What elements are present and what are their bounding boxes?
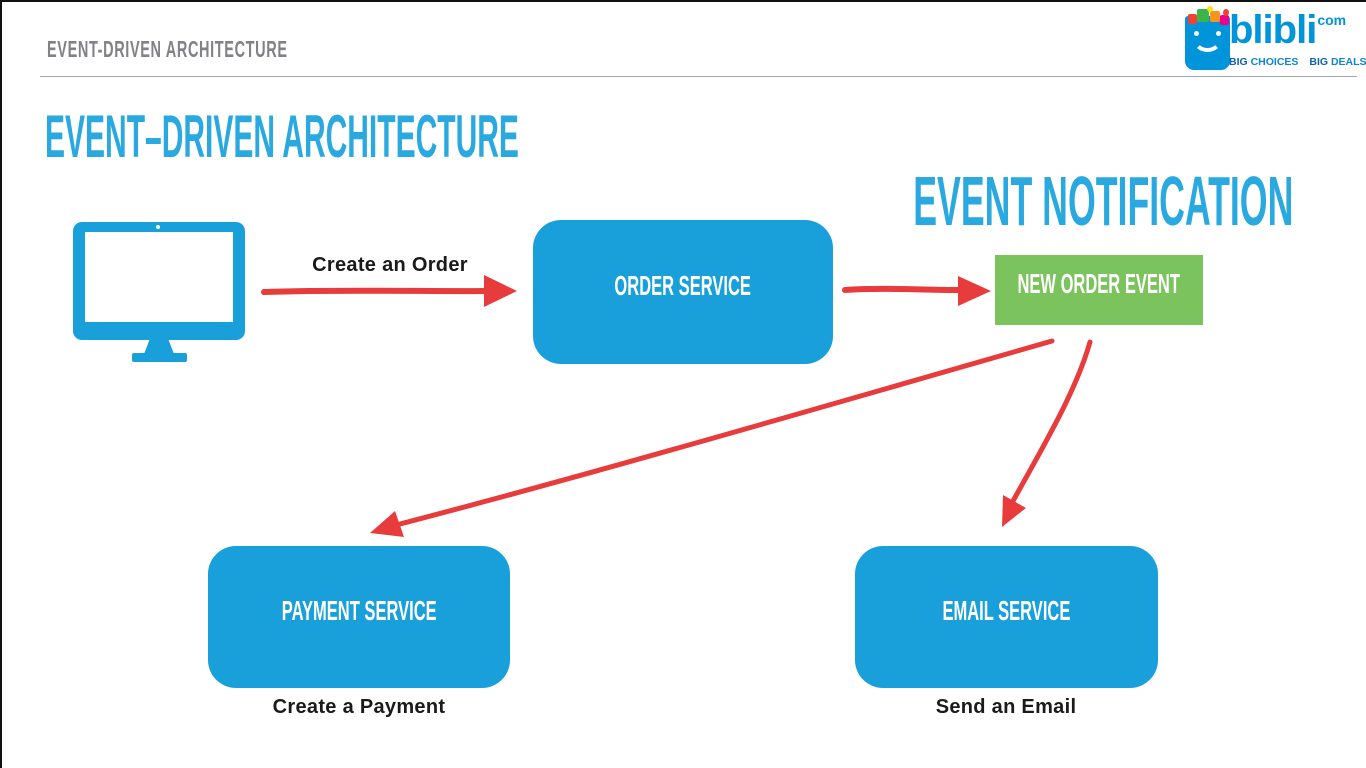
node-order-service-label: ORDER SERVICE — [614, 270, 752, 301]
arrow-order-to-event — [842, 285, 963, 293]
blibli-logo: bliblicom BIG CHOICES BIG DEALS — [1183, 4, 1366, 74]
header-divider — [40, 76, 1357, 77]
gift-icon — [1188, 14, 1197, 24]
node-new-order-event: NEW ORDER EVENT — [995, 255, 1203, 325]
logo-wordmark: bliblicom — [1229, 10, 1346, 50]
screenshot-top-edge — [0, 0, 1366, 2]
tagline-choices: CHOICES — [1250, 56, 1299, 68]
node-email-service-label: EMAIL SERVICE — [942, 595, 1071, 626]
arrowhead-event-to-payment — [370, 511, 404, 537]
slide-header-title: EVENT-DRIVEN ARCHITECTURE — [47, 36, 288, 62]
monitor-icon — [73, 222, 245, 362]
edge-label-send-email: Send an Email — [935, 696, 1077, 718]
monitor-stand-base — [132, 353, 187, 362]
gift-icon — [1207, 6, 1213, 12]
edge-label-create-order: Create an Order — [312, 254, 468, 276]
gift-icon — [1220, 15, 1229, 25]
logo-brand-text: blibli — [1229, 8, 1317, 52]
tagline-big2: BIG — [1309, 56, 1329, 68]
monitor-screen — [85, 232, 233, 322]
logo-tld-text: com — [1317, 12, 1347, 28]
monitor-camera-dot — [156, 225, 160, 229]
node-payment-service-label: PAYMENT SERVICE — [281, 595, 437, 626]
slide-title: EVENT–DRIVEN ARCHITECTURE — [45, 103, 519, 170]
bag-smile-icon — [1193, 26, 1222, 52]
node-payment-service: PAYMENT SERVICE — [208, 546, 510, 688]
arrow-event-to-email — [1010, 339, 1093, 504]
node-new-order-event-label: NEW ORDER EVENT — [1017, 268, 1181, 299]
arrow-create-order — [261, 287, 489, 295]
gift-icon — [1223, 9, 1229, 16]
arrowhead-event-to-email — [1002, 495, 1026, 527]
arrow-event-to-payment — [397, 338, 1055, 527]
gift-icon — [1210, 11, 1220, 22]
tagline-deals: DEALS — [1330, 56, 1366, 68]
arrowhead-order-to-event — [958, 276, 991, 306]
edge-label-create-payment: Create a Payment — [272, 696, 446, 718]
node-email-service: EMAIL SERVICE — [855, 546, 1158, 688]
arrowhead-create-order — [484, 275, 517, 307]
monitor-stand-neck — [144, 340, 174, 354]
logo-tagline: BIG CHOICES BIG DEALS — [1229, 56, 1366, 68]
tagline-big1: BIG — [1229, 56, 1248, 68]
node-order-service: ORDER SERVICE — [533, 220, 833, 364]
section-title: EVENT NOTIFICATION — [912, 162, 1293, 240]
gift-icon — [1197, 9, 1209, 22]
screenshot-left-edge — [0, 0, 2, 768]
shopping-bag-icon — [1185, 6, 1230, 70]
